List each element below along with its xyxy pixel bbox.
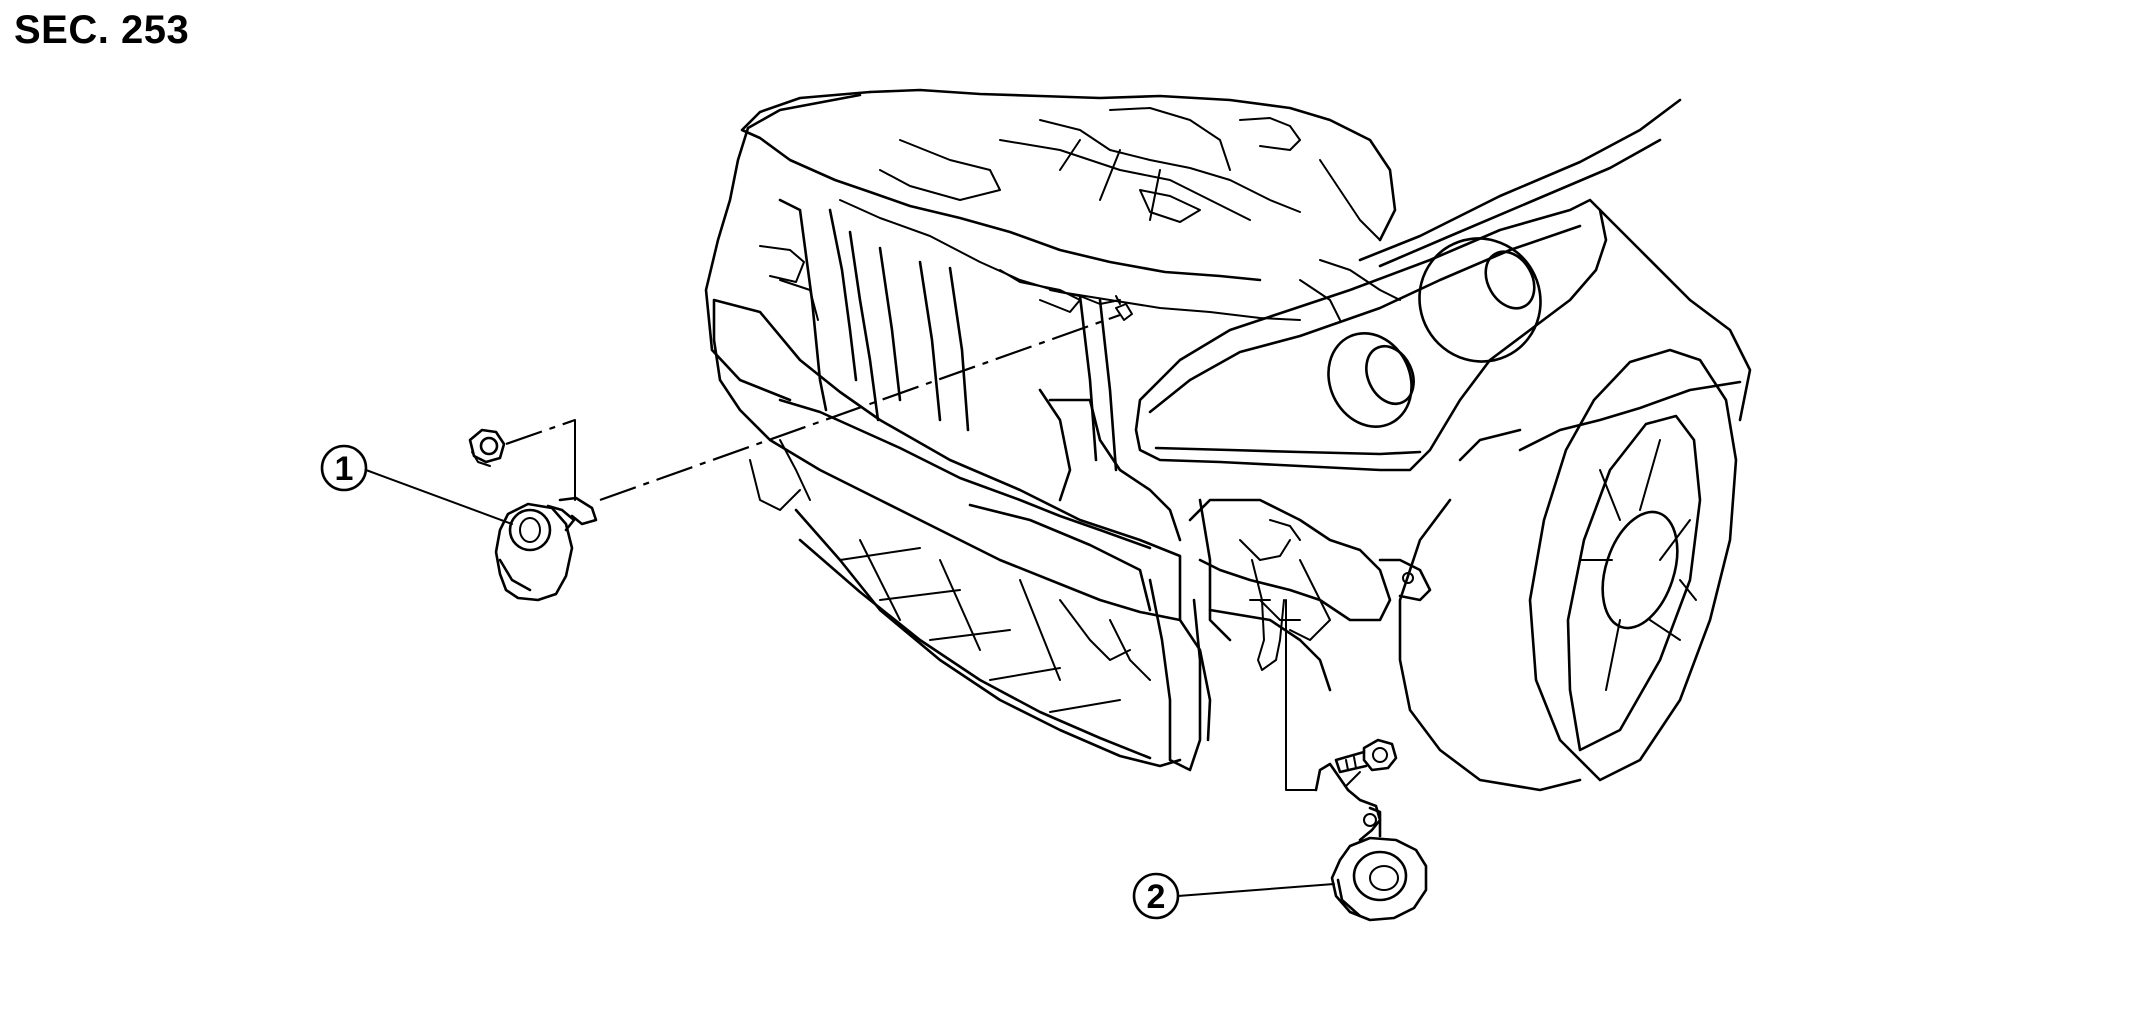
horn-2-low: [1314, 738, 1428, 922]
side-member: [1188, 498, 1392, 622]
section-label: SEC. 253: [14, 8, 190, 52]
radiator-core-support: [778, 198, 828, 412]
horn-1-mount-stud: [1115, 295, 1133, 321]
wiring-harness: [839, 199, 1301, 321]
horn-bracket-mount: [1378, 558, 1432, 602]
horn-1-high: [468, 418, 598, 602]
callout-2-leader: [1177, 883, 1335, 897]
callout-1-number: 1: [335, 450, 354, 488]
headlamp-assembly: [1134, 198, 1608, 472]
callout-2-number: 2: [1147, 878, 1166, 916]
bumper-reinforcement: [712, 298, 1182, 622]
horn-1-installation-line: [599, 313, 1121, 502]
horn-2-bolt: [1334, 738, 1398, 774]
front-wheel: [1528, 348, 1738, 782]
horn-1-bracket: [558, 496, 598, 526]
callout-1: 1: [320, 444, 513, 525]
callout-2: 2: [1132, 872, 1335, 920]
engine-bay-outline: [740, 90, 1262, 282]
lower-under-cover: [794, 508, 1182, 768]
horn-2-bracket: [1314, 762, 1382, 842]
horn-2-installation-line: [1285, 599, 1317, 791]
horn-1-nut: [468, 428, 506, 467]
horn-1-nut-leader: [505, 418, 576, 446]
vehicle-front-illustration: [704, 88, 1752, 792]
callout-1-leader: [365, 469, 513, 525]
horn-1-body: [494, 502, 574, 602]
front-fender: [1358, 98, 1682, 262]
horn-2-body: [1330, 836, 1428, 922]
